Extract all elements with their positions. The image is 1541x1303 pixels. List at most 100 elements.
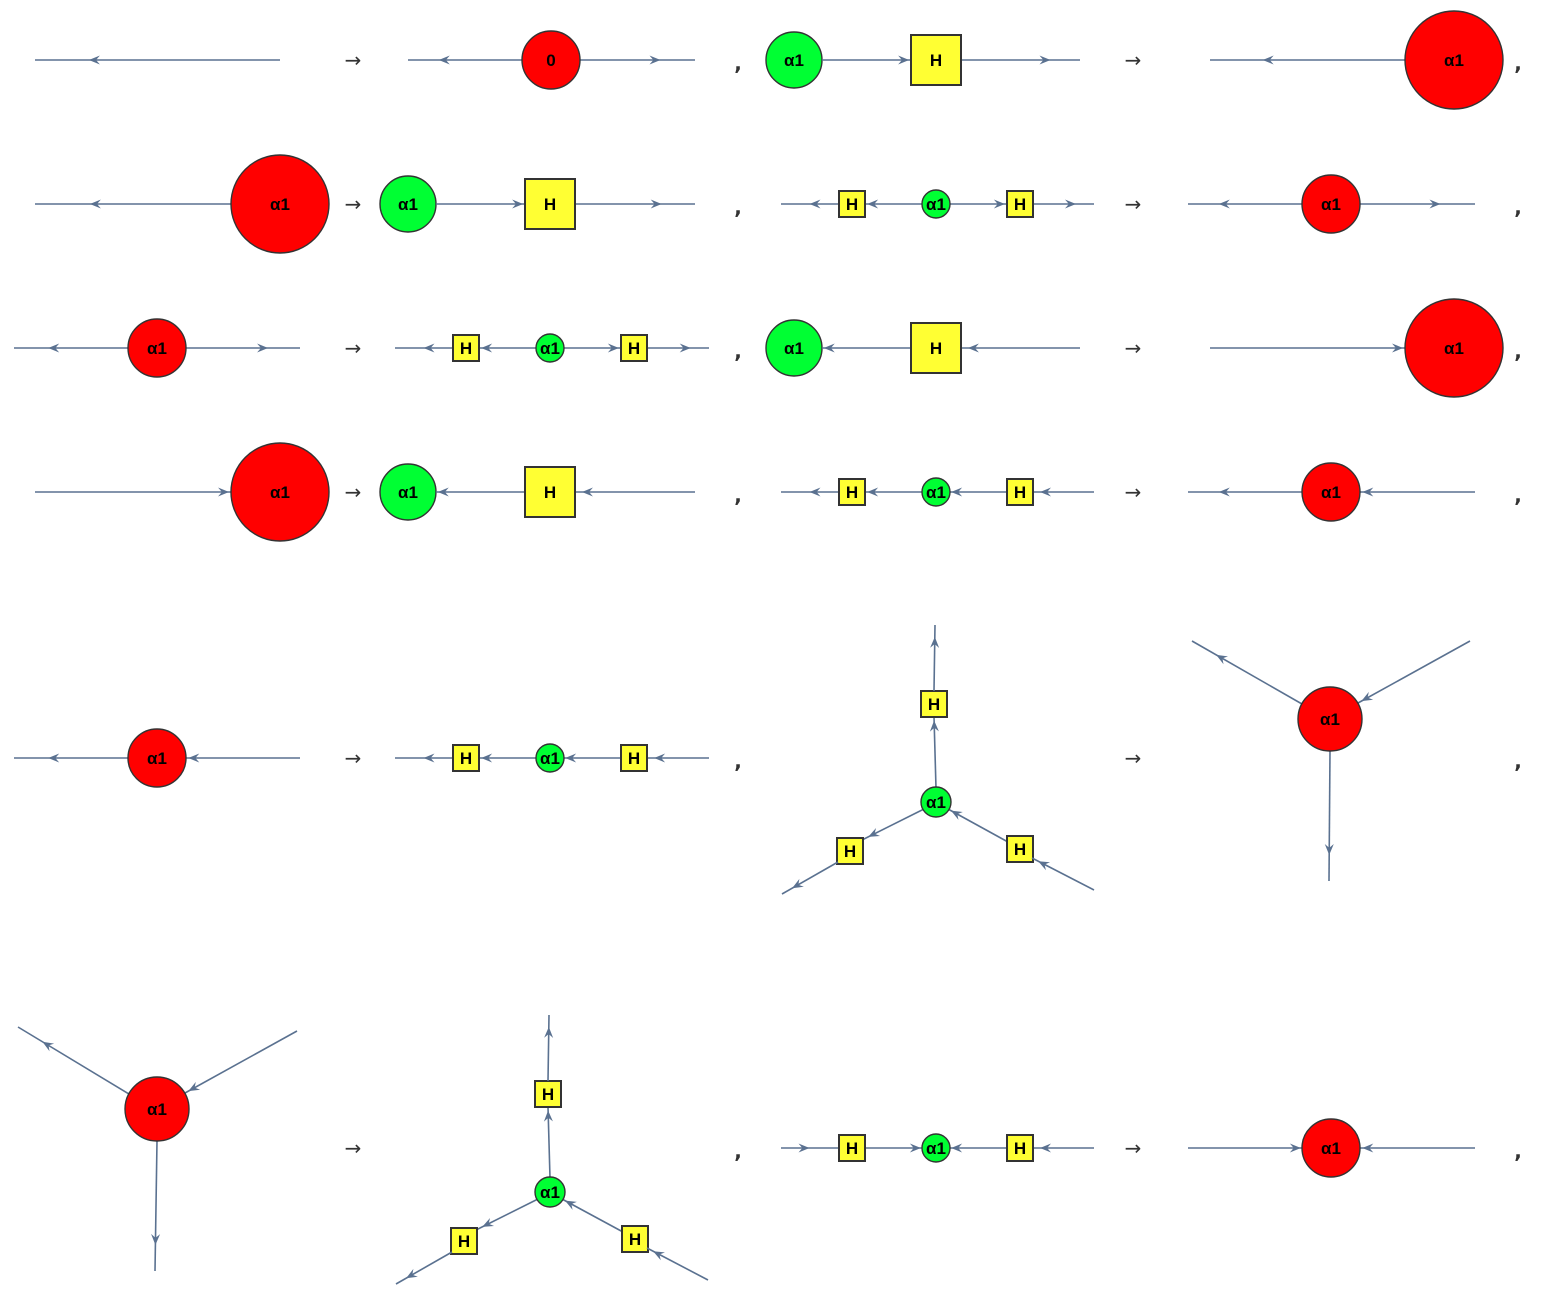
arrowhead <box>581 487 593 497</box>
red-spider <box>1301 1118 1361 1178</box>
arrowhead <box>1324 843 1334 855</box>
wire-edge <box>17 1026 130 1095</box>
arrowhead <box>809 199 821 209</box>
wire-edge <box>933 716 937 789</box>
red-spider <box>1301 174 1361 234</box>
rewrite-arrow: → <box>1125 192 1142 216</box>
hadamard-box <box>524 466 576 518</box>
green-spider-label: α1 <box>926 195 946 214</box>
hadamard-label: H <box>544 483 556 502</box>
wire-edge <box>1191 640 1303 705</box>
wire-edge <box>395 1251 453 1285</box>
arrowhead <box>792 878 804 889</box>
arrowhead <box>482 1217 495 1227</box>
hadamard-box <box>838 1134 866 1162</box>
red-spider <box>1404 10 1504 110</box>
rewrite-arrow: → <box>345 336 362 360</box>
arrowhead <box>898 55 910 65</box>
arrowhead <box>48 343 60 353</box>
arrowhead <box>951 810 963 820</box>
hadamard-box <box>838 478 866 506</box>
arrowhead <box>42 1041 55 1052</box>
hadamard-box <box>1006 1134 1034 1162</box>
wire-edge <box>547 1014 550 1082</box>
separator-comma: , <box>734 483 742 507</box>
green-spider-label: α1 <box>540 1183 560 1202</box>
red-spider-label: 0 <box>546 51 555 70</box>
hadamard-box <box>452 334 480 362</box>
red-spider <box>127 318 187 378</box>
green-spider <box>920 786 952 818</box>
hadamard-label: H <box>1014 195 1026 214</box>
rewrite-arrow: → <box>345 192 362 216</box>
arrowhead <box>1218 487 1230 497</box>
green-spider <box>921 189 951 219</box>
arrowhead <box>188 753 200 763</box>
hadamard-label: H <box>846 195 858 214</box>
rewrite-arrow: → <box>345 746 362 770</box>
arrowhead <box>1040 487 1051 497</box>
hadamard-box <box>910 322 962 374</box>
arrowhead <box>151 1233 161 1245</box>
wire-edge <box>154 1140 158 1272</box>
hadamard-label: H <box>629 1230 641 1249</box>
hadamard-box <box>1006 190 1034 218</box>
green-spider <box>535 743 565 773</box>
hadamard-box <box>836 837 864 865</box>
red-spider-label: α1 <box>270 195 290 214</box>
wire-edge <box>947 808 1009 843</box>
arrowhead <box>951 1143 963 1153</box>
arrowhead <box>679 343 691 353</box>
hadamard-box <box>1006 835 1034 863</box>
red-spider-label: α1 <box>270 483 290 502</box>
arrowhead <box>1216 654 1228 665</box>
arrowhead <box>607 343 619 353</box>
arrowhead <box>930 636 940 648</box>
red-spider-label: α1 <box>147 339 167 358</box>
arrowhead <box>544 1026 554 1038</box>
red-spider-label: α1 <box>1321 1139 1341 1158</box>
hadamard-label: H <box>544 195 556 214</box>
green-spider-label: α1 <box>784 51 804 70</box>
rewrite-arrow: → <box>345 1136 362 1160</box>
rewrite-arrow: → <box>345 48 362 72</box>
red-spider <box>127 728 187 788</box>
arrowhead <box>798 1143 810 1153</box>
arrowhead <box>218 487 230 497</box>
red-spider <box>230 442 330 542</box>
hadamard-box <box>920 690 948 718</box>
rewrite-arrow: → <box>1125 1136 1142 1160</box>
green-spider-label: α1 <box>398 195 418 214</box>
arrowhead <box>809 487 821 497</box>
hadamard-label: H <box>460 749 472 768</box>
arrowhead <box>1039 55 1051 65</box>
arrowhead <box>1362 1143 1374 1153</box>
wire-edge <box>1328 750 1331 882</box>
arrowhead <box>929 720 939 732</box>
arrowhead <box>867 487 879 497</box>
arrowhead <box>1218 199 1230 209</box>
separator-comma: , <box>734 749 742 773</box>
arrowhead <box>951 487 963 497</box>
separator-comma: , <box>1514 51 1522 75</box>
arrowhead <box>481 753 493 763</box>
arrowhead <box>406 1268 418 1279</box>
green-spider-label: α1 <box>398 483 418 502</box>
rewrite-arrow: → <box>1125 480 1142 504</box>
arrowhead <box>437 487 449 497</box>
red-spider <box>230 154 330 254</box>
arrowhead <box>1038 861 1051 871</box>
rewrite-arrow: → <box>1125 48 1142 72</box>
red-spider <box>1404 298 1504 398</box>
arrowhead <box>481 343 493 353</box>
hadamard-label: H <box>628 749 640 768</box>
green-spider-label: α1 <box>926 793 946 812</box>
separator-comma: , <box>1514 339 1522 363</box>
arrowhead <box>512 199 524 209</box>
arrowhead <box>650 199 662 209</box>
hadamard-label: H <box>928 695 940 714</box>
arrowhead <box>909 1143 921 1153</box>
hadamard-label: H <box>1014 840 1026 859</box>
hadamard-box <box>621 1225 649 1253</box>
